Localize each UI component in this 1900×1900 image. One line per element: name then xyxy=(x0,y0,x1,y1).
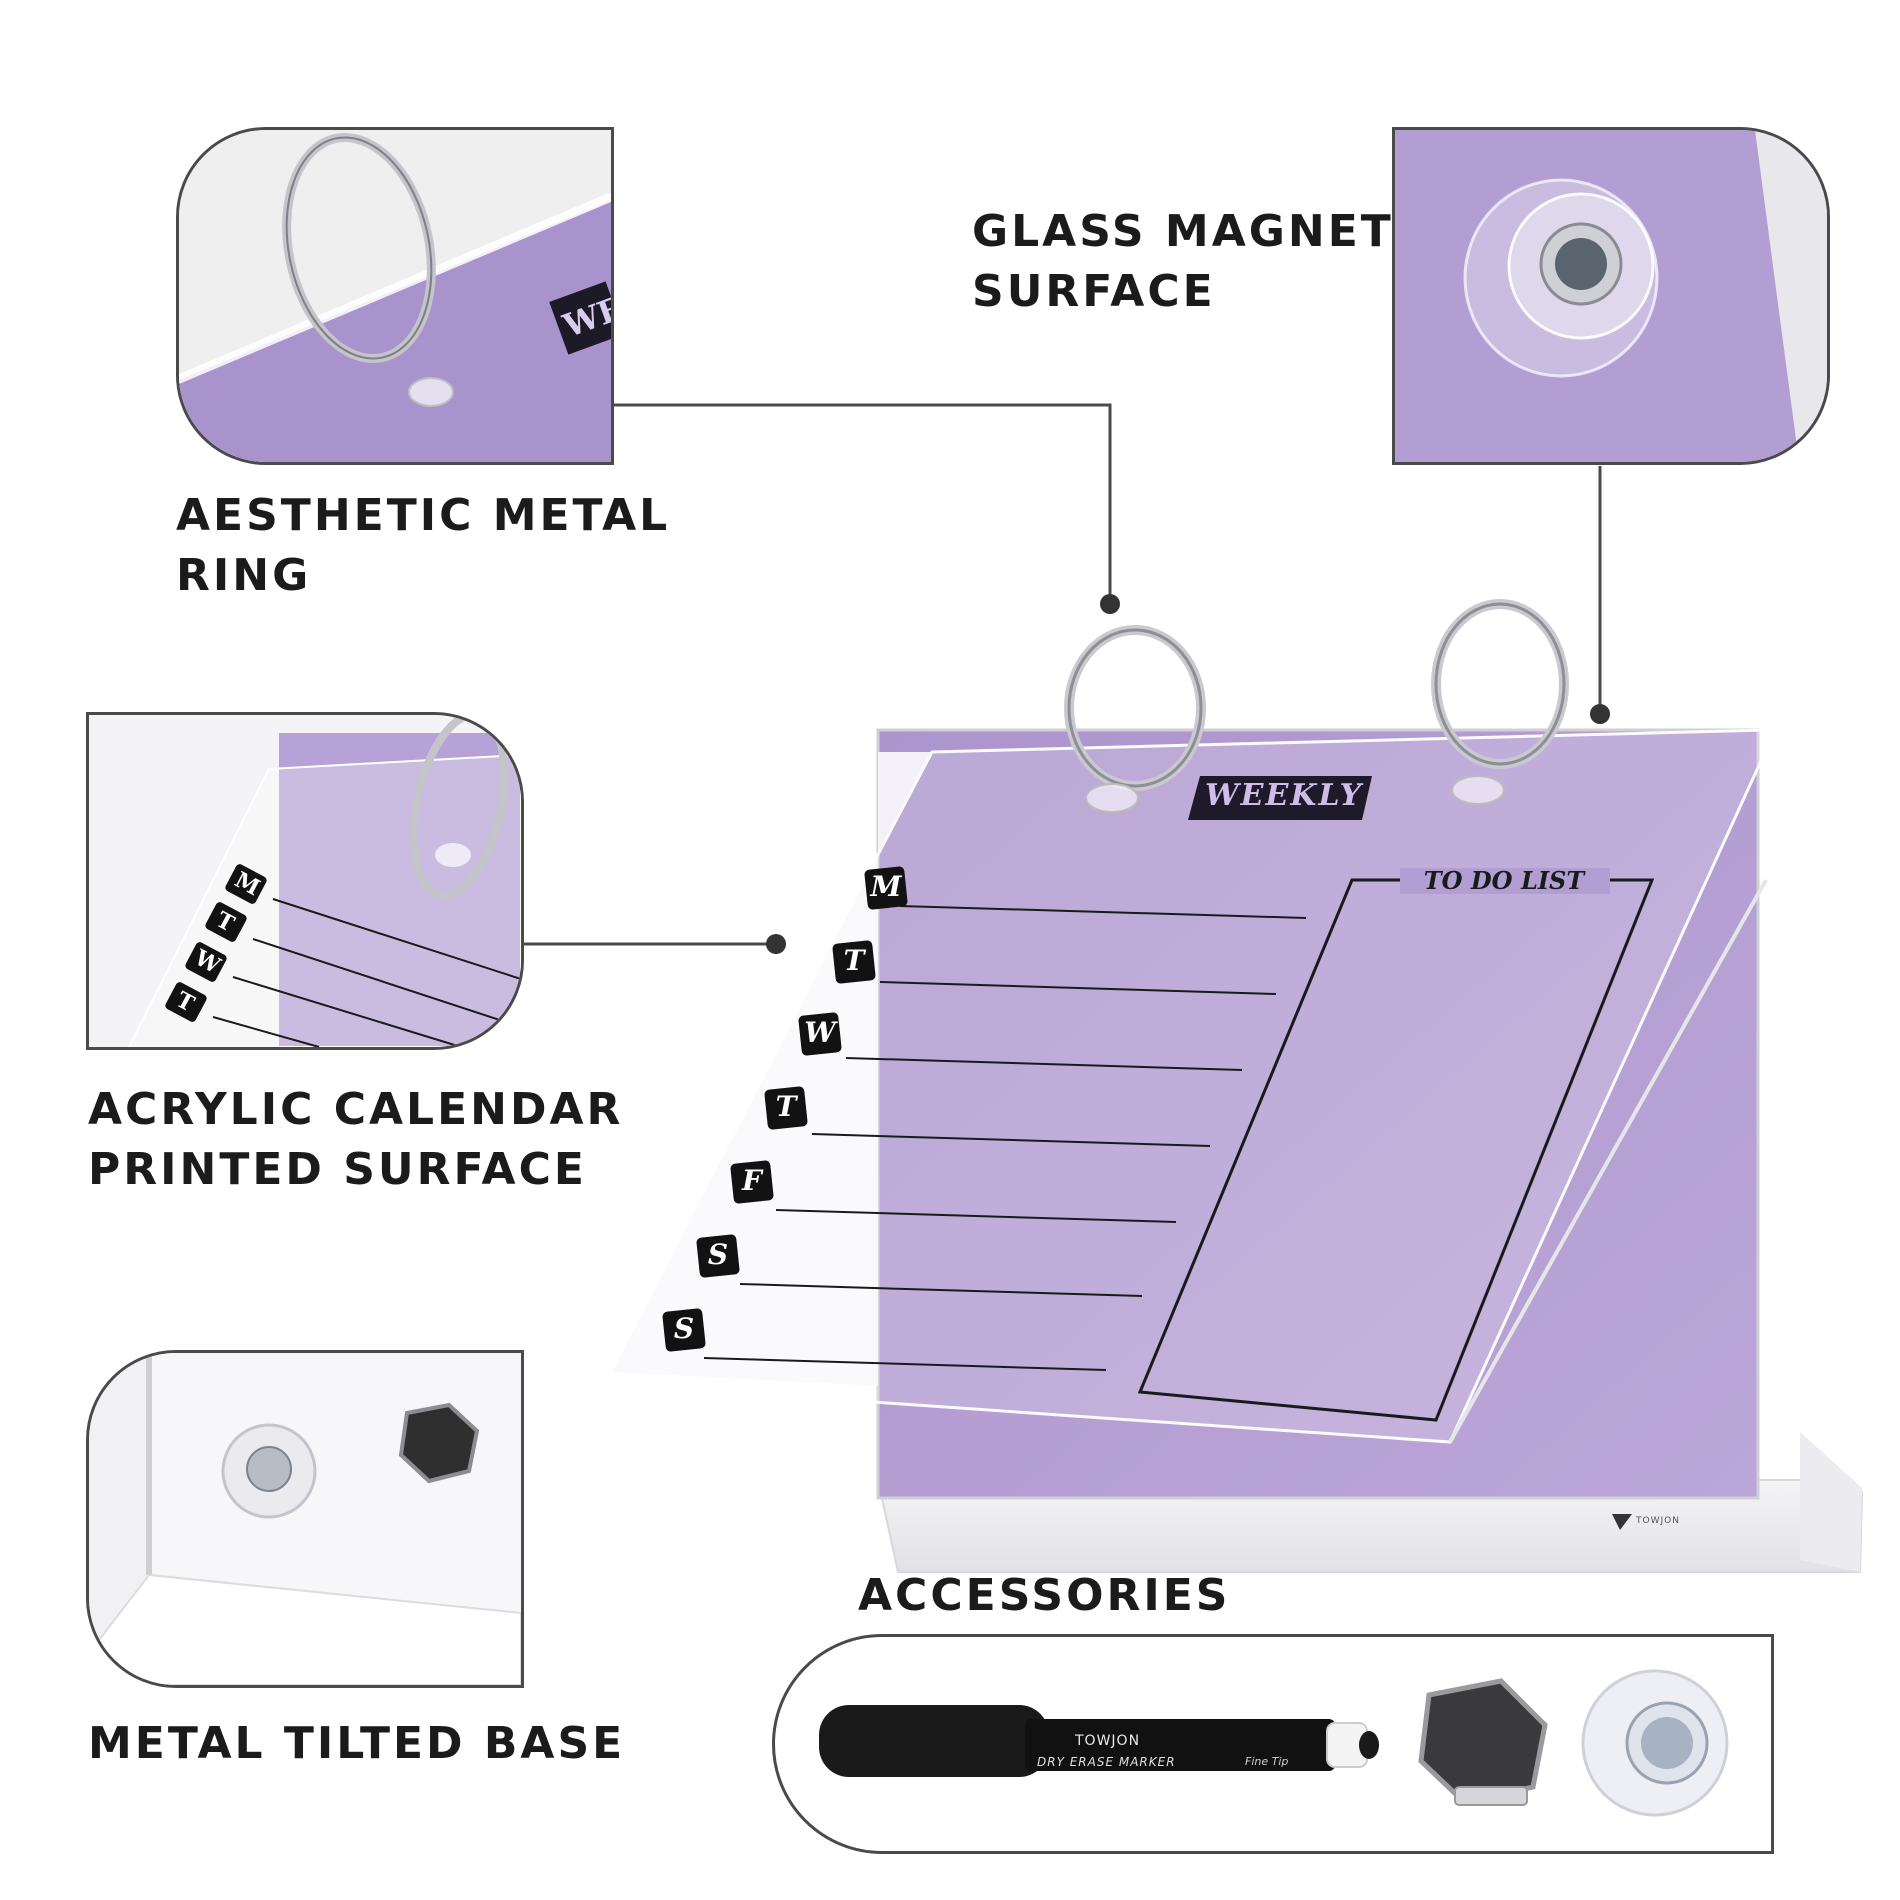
label-base-line1: METAL TILTED BASE xyxy=(88,1718,626,1769)
right-ring xyxy=(1431,599,1569,805)
brand-text: TOWJON xyxy=(1636,1516,1680,1526)
label-glass-surface: GLASS MAGNETIC SURFACE xyxy=(972,202,1448,322)
day-letter: W xyxy=(804,1016,836,1049)
weekly-header: WEEKLY xyxy=(1204,778,1364,813)
inset-base xyxy=(86,1350,524,1688)
acrylic-edge xyxy=(1448,879,1768,1443)
label-metal-ring: AESTHETIC METAL RING xyxy=(176,486,670,606)
inset-base-art xyxy=(89,1353,521,1685)
day-letter: M xyxy=(870,870,902,903)
marker-tip-label: Fine Tip xyxy=(1245,1755,1289,1768)
label-acrylic-line1: ACRYLIC CALENDAR xyxy=(88,1084,624,1135)
day-letter: T xyxy=(843,944,865,977)
label-glass-line1: GLASS MAGNETIC xyxy=(972,206,1449,257)
weekly-badge xyxy=(1188,776,1372,820)
base-foot xyxy=(1800,1432,1862,1572)
inset-metal-ring: WE xyxy=(176,127,614,465)
marker-brand: TOWJON xyxy=(1075,1733,1141,1749)
label-acrylic: ACRYLIC CALENDAR PRINTED SURFACE xyxy=(88,1080,623,1200)
day-letter: S xyxy=(673,1312,695,1345)
left-ring xyxy=(1064,625,1206,813)
inset-glass-surface xyxy=(1392,127,1830,465)
inset-metal-ring-art xyxy=(179,130,611,462)
accessories-art xyxy=(819,1669,1729,1817)
inset-acrylic: M T W T xyxy=(86,712,524,1050)
day-letter: T xyxy=(775,1090,797,1123)
acrylic-clear-part xyxy=(612,752,932,1386)
accessories-panel: TOWJON DRY ERASE MARKER Fine Tip xyxy=(772,1634,1774,1854)
marker-label: DRY ERASE MARKER xyxy=(1037,1755,1176,1769)
day-lines xyxy=(703,905,1307,1371)
day-badges xyxy=(662,866,908,1352)
inset-acrylic-art xyxy=(89,715,521,1047)
label-acrylic-line2: PRINTED SURFACE xyxy=(88,1144,587,1195)
inset-glass-art xyxy=(1395,130,1827,462)
label-metal-ring-line2: RING xyxy=(176,550,312,601)
label-base: METAL TILTED BASE xyxy=(88,1714,625,1774)
label-accessories: ACCESSORIES xyxy=(858,1566,1231,1626)
marker-icon xyxy=(819,1705,1379,1777)
label-glass-line2: SURFACE xyxy=(972,266,1216,317)
todo-title-gap xyxy=(1400,868,1610,894)
glass-board xyxy=(876,728,1760,1500)
eraser-icon xyxy=(1418,1678,1548,1806)
day-letter: F xyxy=(742,1164,762,1197)
todo-title: TO DO LIST xyxy=(1423,866,1585,895)
label-metal-ring-line1: AESTHETIC METAL xyxy=(176,490,671,541)
day-letter: S xyxy=(707,1238,729,1271)
brand-mark xyxy=(1612,1514,1632,1530)
label-accessories-line1: ACCESSORIES xyxy=(858,1570,1231,1621)
magnet-icon xyxy=(1581,1669,1729,1817)
